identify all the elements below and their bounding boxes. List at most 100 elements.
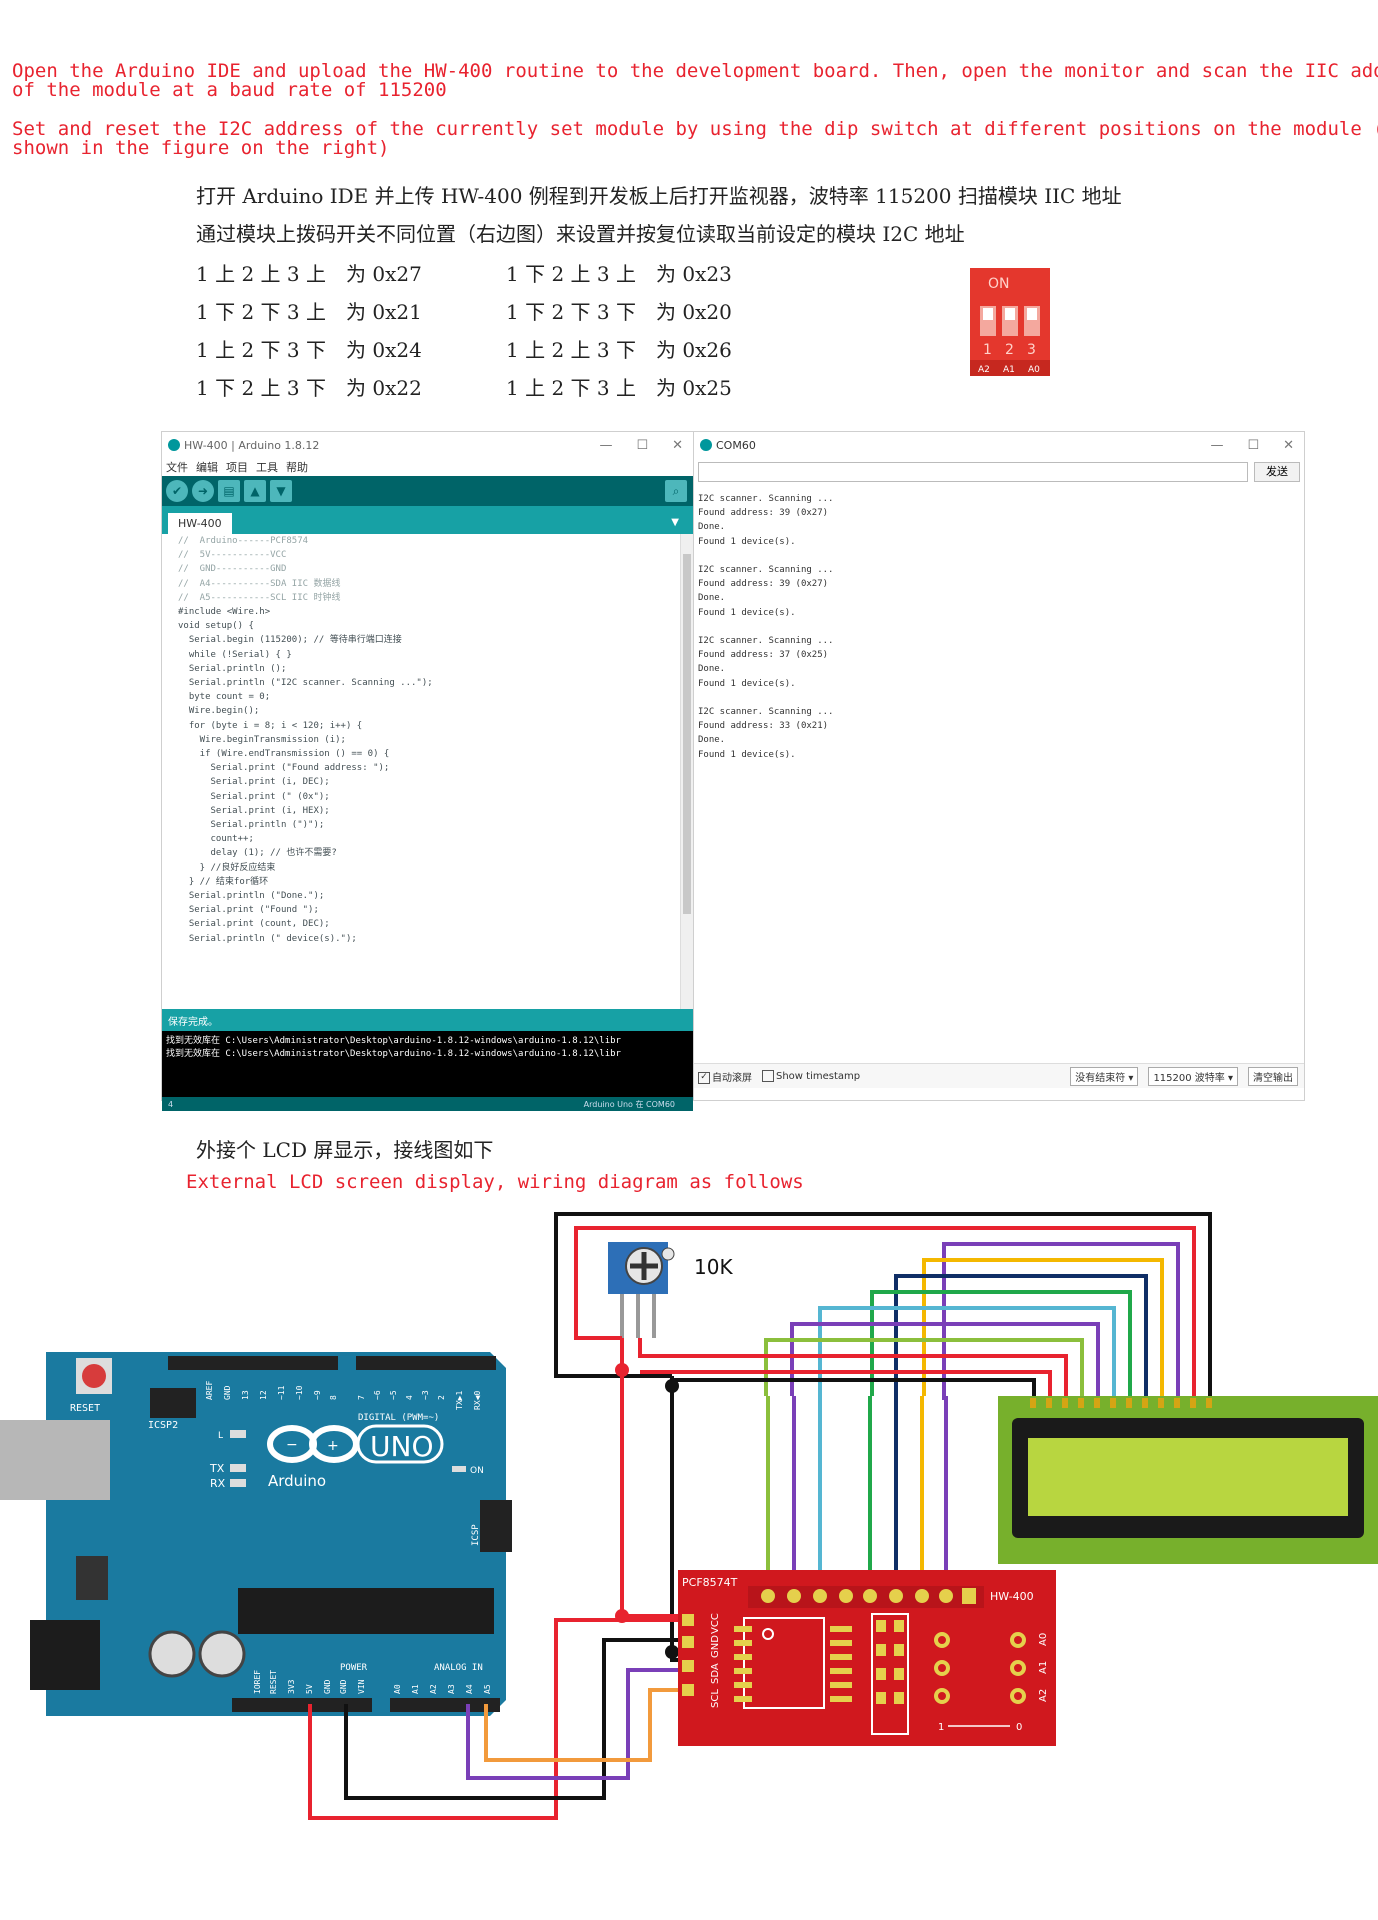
atmega-chip <box>238 1588 494 1634</box>
monitor-title: COM60 <box>716 438 756 452</box>
address-value: 为 0x27 <box>346 261 422 286</box>
intro-en-line-3: Set and reset the I2C address of the cur… <box>12 118 1378 140</box>
serial-input[interactable] <box>698 462 1248 482</box>
uno-label: UNO <box>370 1430 433 1463</box>
dip-pin-label: A1 <box>1003 365 1015 375</box>
upload-button[interactable]: ➜ <box>192 480 214 502</box>
ide-title: HW-400 | Arduino 1.8.12 <box>184 438 320 452</box>
autoscroll-checkbox[interactable]: ✓自动滚屏 <box>698 1069 752 1084</box>
code-line: Serial.print ("Found address: "); <box>178 763 390 774</box>
baud-rate-select[interactable]: 115200 波特率 ▾ <box>1148 1066 1238 1086</box>
console-line: 找到无效库在 C:\Users\Administrator\Desktop\ar… <box>166 1049 621 1059</box>
pin-label: ~10 <box>295 1385 304 1400</box>
serial-line: Found 1 device(s). <box>698 607 796 618</box>
module-name-label: HW-400 <box>990 1590 1034 1603</box>
serial-monitor-button[interactable]: ⌕ <box>665 480 687 502</box>
code-line: Serial.print ("Found "); <box>178 905 319 916</box>
menu-tools[interactable]: 工具 <box>256 461 278 474</box>
switch-setting: 1 下 2 上 3 上 <box>506 261 636 286</box>
menu-sketch[interactable]: 项目 <box>226 461 248 474</box>
addr-pin-label: A2 <box>1038 1689 1049 1702</box>
menu-edit[interactable]: 编辑 <box>196 461 218 474</box>
address-value: 为 0x25 <box>656 375 732 400</box>
address-row: 1 上 2 上 3 上为 0x27 1 下 2 上 3 上为 0x23 <box>196 253 816 291</box>
save-button[interactable]: ▼ <box>270 480 292 502</box>
switch-setting: 1 上 2 下 3 上 <box>506 375 636 400</box>
arduino-logo-icon <box>168 439 180 451</box>
intro-en-line-4: shown in the figure on the right) <box>12 137 390 159</box>
tab-menu-icon[interactable]: ▼ <box>671 517 679 528</box>
maximize-button[interactable]: ☐ <box>636 437 649 453</box>
code-scrollbar[interactable] <box>680 534 693 1009</box>
minimize-button[interactable]: — <box>599 437 613 453</box>
tab-hw-400[interactable]: HW-400 <box>168 513 232 534</box>
monitor-footer: ✓自动滚屏 Show timestamp 没有结束符 ▾ 115200 波特率 … <box>694 1063 1304 1088</box>
serial-line: Found address: 37 (0x25) <box>698 650 829 661</box>
code-line: // 5V-----------VCC <box>178 550 287 561</box>
code-line: Serial.begin (115200); // 等待串行端口连接 <box>178 635 402 646</box>
rx-label: RX <box>210 1477 226 1490</box>
module-pin-label: SCL <box>710 1689 721 1708</box>
digital-label: DIGITAL (PWM=~) <box>358 1413 439 1423</box>
code-line: Serial.print (" (0x"); <box>178 791 330 802</box>
intro-en-line-1: Open the Arduino IDE and upload the HW-4… <box>12 60 1378 82</box>
pin-label: IOREF <box>253 1670 262 1694</box>
serial-line <box>698 549 1300 563</box>
timestamp-checkbox[interactable]: Show timestamp <box>762 1070 860 1082</box>
serial-line: Found address: 39 (0x27) <box>698 579 829 590</box>
close-button[interactable]: ✕ <box>1283 437 1294 453</box>
code-line: byte count = 0; <box>178 692 271 703</box>
serial-line: Found 1 device(s). <box>698 536 796 547</box>
header-analog <box>390 1698 500 1712</box>
serial-line: I2C scanner. Scanning ... <box>698 636 834 646</box>
pin-label: 5V <box>305 1684 314 1694</box>
code-line: Serial.print (i, HEX); <box>178 805 330 816</box>
reset-button[interactable] <box>82 1364 106 1388</box>
close-button[interactable]: ✕ <box>672 437 683 453</box>
ide-title-bar: HW-400 | Arduino 1.8.12 — ☐ ✕ <box>162 432 693 458</box>
console-line: 找到无效库在 C:\Users\Administrator\Desktop\ar… <box>166 1036 621 1046</box>
code-line: Wire.beginTransmission (i); <box>178 734 346 745</box>
pin-label: ~9 <box>313 1390 322 1400</box>
address-value: 为 0x24 <box>346 337 422 362</box>
ide-console: 找到无效库在 C:\Users\Administrator\Desktop\ar… <box>162 1031 693 1097</box>
menu-help[interactable]: 帮助 <box>286 461 308 474</box>
chip-label: PCF8574T <box>682 1576 738 1589</box>
dip-num: 3 <box>1027 342 1036 358</box>
address-table: 1 上 2 上 3 上为 0x27 1 下 2 上 3 上为 0x23 1 下 … <box>196 253 816 405</box>
open-button[interactable]: ▲ <box>244 480 266 502</box>
intro-cn-line-1: 打开 Arduino IDE 并上传 HW-400 例程到开发板上后打开监视器，… <box>196 184 1122 208</box>
intro-en-line-2: of the module at a baud rate of 115200 <box>12 79 447 101</box>
pin-label: A1 <box>411 1684 420 1694</box>
capacitor <box>198 1630 246 1678</box>
code-line: Serial.println (); <box>178 663 287 674</box>
line-ending-select[interactable]: 没有结束符 ▾ <box>1070 1066 1139 1086</box>
new-button[interactable]: ▤ <box>218 480 240 502</box>
module-pin-label: SDA <box>710 1663 721 1684</box>
icsp-header <box>480 1500 512 1552</box>
menu-file[interactable]: 文件 <box>166 461 188 474</box>
maximize-button[interactable]: ☐ <box>1247 437 1260 453</box>
pin-label: A3 <box>447 1684 456 1694</box>
lcd-heading-en: External LCD screen display, wiring diag… <box>186 1171 804 1193</box>
send-button[interactable]: 发送 <box>1254 462 1300 482</box>
pin-label: A5 <box>483 1684 492 1694</box>
serial-line <box>698 620 1300 634</box>
code-editor[interactable]: // Arduino------PCF8574// 5V-----------V… <box>162 534 693 1009</box>
pin-label: ~3 <box>421 1390 430 1400</box>
code-line: } //良好反应结束 <box>178 862 276 873</box>
minimize-button[interactable]: — <box>1210 437 1224 453</box>
switch-setting: 1 下 2 下 3 上 <box>196 299 326 324</box>
addr-pin-label: A1 <box>1038 1661 1049 1674</box>
icsp-label: ICSP <box>471 1524 481 1546</box>
switch-setting: 1 上 2 下 3 下 <box>196 337 326 362</box>
serial-line: I2C scanner. Scanning ... <box>698 707 834 717</box>
arduino-board <box>46 1352 506 1716</box>
code-line: // GND----------GND <box>178 564 287 575</box>
pin-label: ~11 <box>277 1385 286 1400</box>
analog-label: ANALOG IN <box>434 1663 483 1673</box>
verify-button[interactable]: ✔ <box>166 480 188 502</box>
clear-output-button[interactable]: 清空输出 <box>1248 1066 1298 1086</box>
module-pin-label: VCC <box>710 1613 721 1634</box>
code-line: Wire.begin(); <box>178 706 260 717</box>
